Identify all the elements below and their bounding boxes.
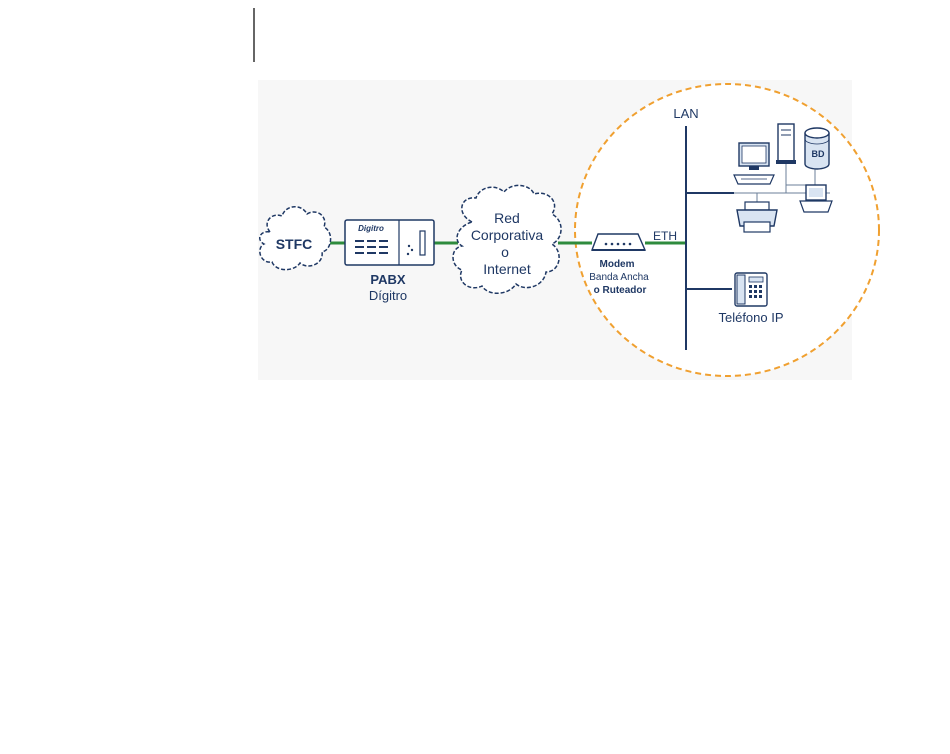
stfc-label: STFC [276, 236, 313, 252]
pabx-title: PABX [370, 272, 405, 287]
desktop-computer-icon [734, 143, 774, 184]
cloud-label-line1: Red [494, 210, 520, 226]
ip-phone-label: Teléfono IP [718, 310, 783, 325]
database-icon: BD [805, 128, 829, 169]
pabx-subtitle: Dígitro [369, 288, 407, 303]
database-label: BD [812, 149, 825, 159]
server-tower-icon [776, 124, 796, 164]
cloud-label-line4: Internet [483, 261, 531, 277]
lan-boundary-circle [575, 84, 879, 376]
modem-label-line3: o Ruteador [594, 285, 647, 296]
corporate-internet-cloud: Red Corporativa o Internet [453, 185, 561, 293]
eth-label: ETH [653, 229, 677, 243]
cloud-label-line3: o [501, 244, 509, 260]
lan-label: LAN [673, 106, 698, 121]
modem-label-line1: Modem [600, 259, 635, 270]
cloud-label-line2: Corporativa [471, 227, 544, 243]
modem-label-line2: Banda Ancha [589, 272, 649, 283]
pabx-logo-text: Digitro [358, 224, 384, 233]
